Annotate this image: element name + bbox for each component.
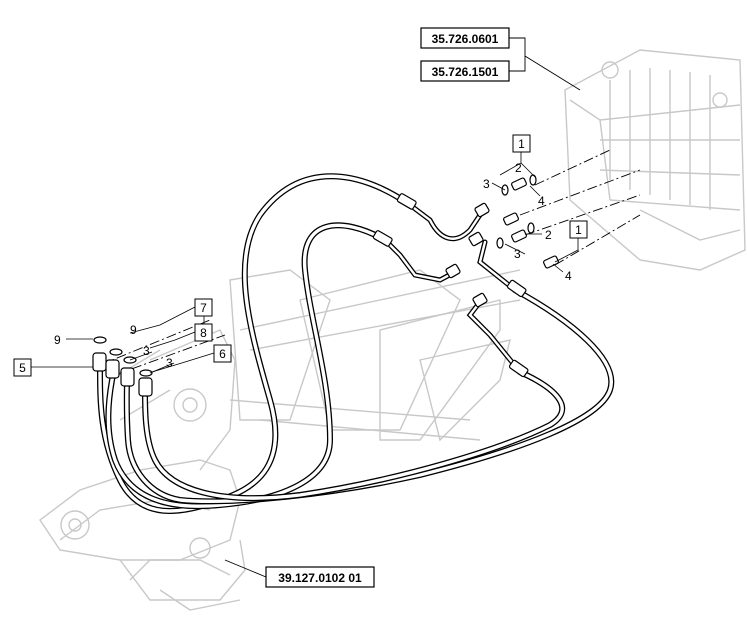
- callouts: 2 3 4 2 3 4 9 9 3 3: [54, 161, 572, 370]
- hose-sleeves: [372, 193, 529, 378]
- callout-upper-4: 4: [538, 194, 545, 208]
- leader-lines: [99, 149, 641, 376]
- item-box-5[interactable]: 5: [13, 358, 32, 377]
- svg-text:35.726.0601: 35.726.0601: [432, 32, 499, 46]
- svg-text:1: 1: [518, 137, 525, 151]
- callout-upper-2: 2: [515, 161, 522, 175]
- item-box-8[interactable]: 8: [194, 323, 213, 342]
- left-fittings: [92, 336, 153, 397]
- svg-text:8: 8: [200, 326, 207, 340]
- svg-text:7: 7: [200, 301, 207, 315]
- callout-lower-4: 4: [565, 269, 572, 283]
- callout-left-3a: 3: [143, 344, 150, 358]
- hose-d: [142, 369, 566, 502]
- item-box-1-upper[interactable]: 1: [512, 134, 531, 153]
- item-box-7[interactable]: 7: [194, 298, 213, 317]
- hoses: [97, 173, 615, 515]
- svg-text:1: 1: [575, 223, 582, 237]
- callout-upper-3: 3: [483, 177, 490, 191]
- rigid-pipes: [382, 202, 523, 375]
- svg-text:6: 6: [219, 347, 226, 361]
- machine-background: [39, 49, 746, 611]
- item-box-6[interactable]: 6: [213, 344, 232, 363]
- hose-c: [123, 287, 615, 505]
- reference-box-valve-1[interactable]: 35.726.0601: [420, 27, 510, 49]
- svg-text:39.127.0102 01: 39.127.0102 01: [278, 571, 362, 585]
- callout-left-3b: 3: [166, 356, 173, 370]
- callout-mid-3: 3: [514, 247, 521, 261]
- callout-mid-2: 2: [545, 228, 552, 242]
- reference-box-frame[interactable]: 39.127.0102 01: [265, 566, 375, 588]
- svg-text:5: 5: [19, 361, 26, 375]
- valve-fittings: [445, 174, 559, 308]
- callout-left-9b: 9: [130, 323, 137, 337]
- item-box-1-lower[interactable]: 1: [569, 220, 588, 239]
- ref-leader-frame: [224, 559, 267, 578]
- ref-leader-valve: [509, 37, 581, 91]
- reference-box-valve-2[interactable]: 35.726.1501: [420, 60, 510, 82]
- callout-left-9a: 9: [54, 333, 61, 347]
- callout-leaders: [31, 152, 579, 374]
- svg-text:35.726.1501: 35.726.1501: [432, 65, 499, 79]
